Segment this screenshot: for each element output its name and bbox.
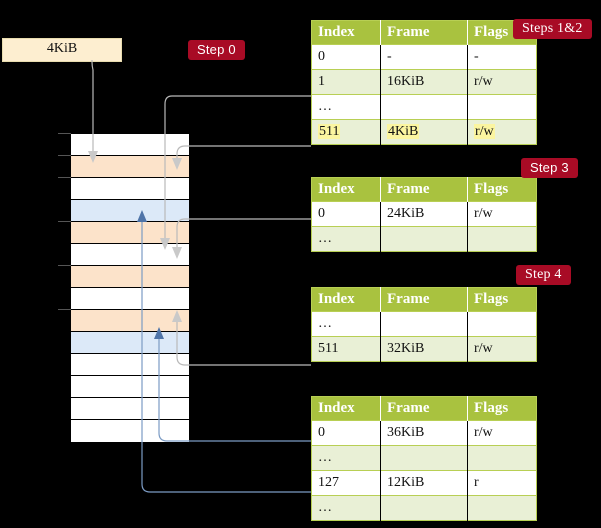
memory-frame-row — [71, 266, 189, 288]
memory-frame-row — [71, 332, 189, 354]
table-cell — [467, 445, 537, 471]
table-cell: r/w — [467, 201, 537, 227]
memory-frame-row — [71, 354, 189, 376]
table-column-header: Flags — [467, 287, 537, 312]
table-row[interactable]: … — [311, 94, 537, 120]
memory-frame-row — [71, 288, 189, 310]
table-cell — [380, 495, 468, 521]
step-badge-step-4: Step 4 — [516, 265, 571, 285]
table-cell — [380, 311, 468, 337]
memory-frame-row — [71, 244, 189, 266]
table-cell: 127 — [311, 470, 381, 496]
memory-row-tick — [58, 221, 71, 222]
physical-memory-column — [70, 133, 190, 442]
table-cell: 0 — [311, 420, 381, 446]
table-cell: r/w — [467, 420, 537, 446]
memory-frame-row — [71, 156, 189, 178]
table-column-header: Frame — [380, 287, 468, 312]
table-cell — [467, 94, 537, 120]
table-row[interactable]: 0-- — [311, 44, 537, 70]
memory-row-tick — [58, 309, 71, 310]
memory-frame-row — [71, 420, 189, 442]
table-cell — [380, 94, 468, 120]
table-row[interactable]: … — [311, 495, 537, 521]
table-cell: … — [311, 226, 381, 252]
table-row[interactable]: … — [311, 445, 537, 471]
table-cell: 4KiB — [380, 119, 468, 145]
wire-l2-row511 — [176, 320, 311, 366]
table-cell: 1 — [311, 69, 381, 95]
memory-frame-row — [71, 200, 189, 222]
table-cell: 0 — [311, 44, 381, 70]
table-cell: … — [311, 495, 381, 521]
table-cell: r/w — [467, 336, 537, 362]
table-cell: … — [311, 94, 381, 120]
table-cell: 16KiB — [380, 69, 468, 95]
table-cell: r/w — [467, 69, 537, 95]
table-cell — [380, 445, 468, 471]
table-cell: - — [467, 44, 537, 70]
table-cell: … — [311, 445, 381, 471]
source-frame-box: 4KiB — [2, 38, 122, 62]
step-badge-step-0: Step 0 — [188, 40, 245, 60]
table-column-header: Index — [311, 20, 381, 45]
table-cell: 32KiB — [380, 336, 468, 362]
table-cell: 24KiB — [380, 201, 468, 227]
table-cell: 12KiB — [380, 470, 468, 496]
table-column-header: Flags — [467, 177, 537, 202]
table-cell — [380, 226, 468, 252]
wire-l4-row511 — [176, 145, 311, 160]
table-cell — [467, 226, 537, 252]
table-row[interactable]: … — [311, 226, 537, 252]
memory-row-tick — [58, 133, 71, 134]
memory-frame-row — [71, 222, 189, 244]
memory-row-tick — [58, 177, 71, 178]
table-column-header: Frame — [380, 396, 468, 421]
table-row[interactable]: … — [311, 311, 537, 337]
table-cell: 36KiB — [380, 420, 468, 446]
table-cell — [467, 311, 537, 337]
memory-frame-row — [71, 178, 189, 200]
table-column-header: Index — [311, 177, 381, 202]
wire-l3-row0 — [176, 218, 311, 249]
table-cell: r — [467, 470, 537, 496]
table-column-header: Flags — [467, 396, 537, 421]
memory-frame-row — [71, 134, 189, 156]
memory-frame-row — [71, 310, 189, 332]
memory-row-tick — [58, 265, 71, 266]
step-badge-steps-1-2: Steps 1&2 — [513, 19, 592, 39]
table-cell — [467, 495, 537, 521]
memory-frame-row — [71, 376, 189, 398]
table-column-header: Frame — [380, 20, 468, 45]
table-cell: r/w — [467, 119, 537, 145]
memory-row-tick — [58, 155, 71, 156]
memory-frame-row — [71, 398, 189, 420]
source-frame-label: 4KiB — [46, 41, 78, 56]
table-cell: 511 — [311, 119, 381, 145]
table-cell: 0 — [311, 201, 381, 227]
step-badge-step-3: Step 3 — [521, 158, 578, 178]
table-cell: - — [380, 44, 468, 70]
table-column-header: Frame — [380, 177, 468, 202]
table-cell: 511 — [311, 336, 381, 362]
table-cell: … — [311, 311, 381, 337]
table-column-header: Index — [311, 396, 381, 421]
table-column-header: Index — [311, 287, 381, 312]
